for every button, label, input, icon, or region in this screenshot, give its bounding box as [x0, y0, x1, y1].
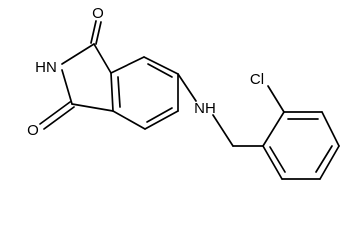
atom-label-oxygen-top: O	[92, 5, 104, 22]
bond-n-c3	[61, 69, 73, 105]
bond-c5-c4	[144, 110, 179, 130]
bond-c3p-c4p	[321, 111, 340, 147]
atom-label-chlorine: Cl	[250, 71, 264, 88]
bond-c4p-c5p	[319, 145, 340, 180]
bond-c1-c7a	[93, 43, 112, 74]
bond-c6-nh	[177, 73, 197, 102]
bond-c3-o-bottom-a	[39, 101, 71, 125]
bond-c1-n	[61, 43, 95, 65]
atom-label-oxygen-bottom: O	[27, 122, 39, 139]
bond-c7a-c3a	[110, 72, 114, 112]
bond-nh-ch2	[212, 114, 234, 147]
bond-c1-o-top-b	[95, 21, 102, 45]
structure-canvas: O HN O NH Cl	[27, 5, 340, 180]
bond-c7a-c7	[110, 56, 145, 74]
molecule-structure: O HN O NH Cl	[27, 5, 340, 180]
bond-c7-c6	[143, 56, 179, 75]
bonds	[39, 20, 340, 180]
atom-label-imide-nh: HN	[35, 59, 57, 76]
bond-c4-c3a	[112, 110, 146, 130]
bond-c1p-c2p	[262, 111, 285, 147]
bond-c5-c4-inner	[146, 107, 173, 123]
bond-c6p-c1p-inner	[269, 146, 286, 173]
atom-labels: O HN O NH Cl	[27, 5, 264, 139]
bond-c3-o-bottom-b	[43, 106, 75, 130]
bond-c1-o-top-a	[90, 20, 97, 44]
bond-c6p-c1p	[262, 145, 283, 180]
bond-c4p-c5p-inner	[315, 145, 333, 173]
bond-c7a-c3a-inner	[117, 76, 121, 108]
bond-c3-c3a	[71, 103, 114, 112]
bond-c7-c6-inner	[147, 63, 173, 78]
atom-label-amine-nh: NH	[194, 100, 216, 117]
bond-c2p-cl	[267, 85, 285, 113]
